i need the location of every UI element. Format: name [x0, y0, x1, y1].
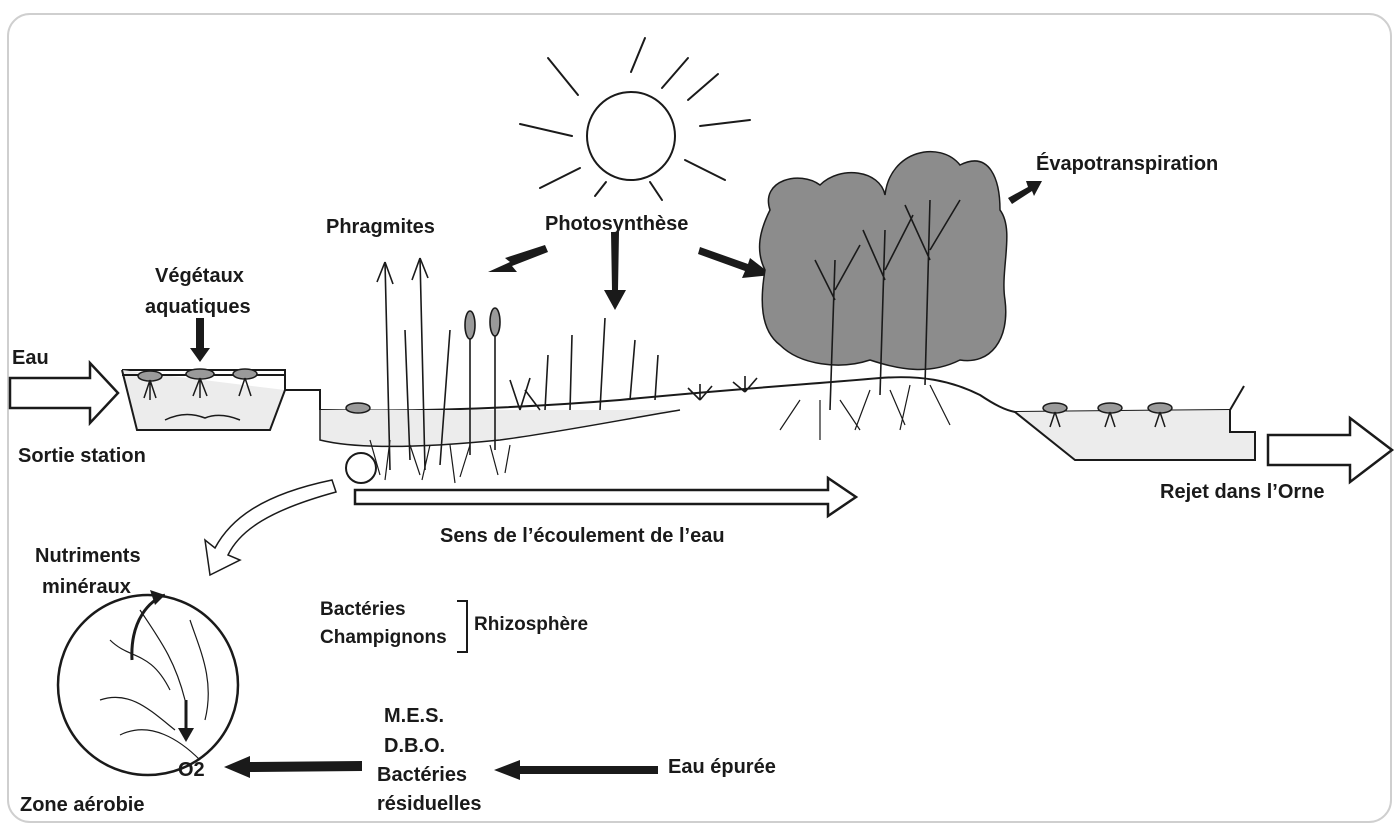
label-bacteries: Bactéries — [320, 599, 406, 620]
zoom-arrow — [205, 480, 336, 575]
rhizosphere-bracket — [457, 601, 467, 652]
ground-line — [320, 377, 1230, 412]
label-zone-aerobie: Zone aérobie — [20, 794, 144, 816]
inlet-arrow — [10, 363, 118, 423]
label-dbo: D.B.O. — [384, 735, 445, 757]
reed-bed-water — [320, 410, 680, 446]
label-nutriments-1: Nutriments — [35, 545, 141, 567]
label-evapotranspiration: Évapotranspiration — [1036, 152, 1218, 175]
outlet-arrow — [1268, 418, 1392, 482]
label-champignons: Champignons — [320, 627, 447, 648]
outlet-basin — [1015, 410, 1255, 460]
sun-icon — [520, 38, 750, 200]
arrow-vegetaux — [190, 318, 210, 362]
label-rhizosphere: Rhizosphère — [474, 614, 588, 635]
flow-direction-arrow — [355, 478, 856, 516]
evapo-arrow — [1008, 181, 1042, 204]
label-bacteries-residuelles-1: Bactéries — [377, 764, 467, 786]
arrow-to-phragmites — [488, 245, 548, 272]
label-vegetaux-1: Végétaux — [155, 265, 244, 287]
arrow-epuree — [494, 760, 658, 780]
label-phragmites: Phragmites — [326, 216, 435, 238]
label-rejet: Rejet dans l’Orne — [1160, 481, 1325, 503]
label-mes: M.E.S. — [384, 705, 444, 727]
tree-icon — [760, 152, 1007, 410]
label-photosynthese: Photosynthèse — [545, 213, 688, 235]
label-eau: Eau — [12, 347, 49, 369]
zoom-marker — [346, 453, 376, 483]
label-o2: O2 — [178, 759, 205, 781]
label-eau-epuree: Eau épurée — [668, 756, 776, 778]
label-sortie-station: Sortie station — [18, 445, 146, 467]
label-sens-ecoulement: Sens de l’écoulement de l’eau — [440, 525, 725, 547]
arrow-down — [604, 232, 626, 310]
label-vegetaux-2: aquatiques — [145, 296, 251, 318]
label-bacteries-residuelles-2: résiduelles — [377, 793, 482, 815]
arrow-to-o2 — [224, 756, 362, 778]
label-nutriments-2: minéraux — [42, 576, 131, 598]
